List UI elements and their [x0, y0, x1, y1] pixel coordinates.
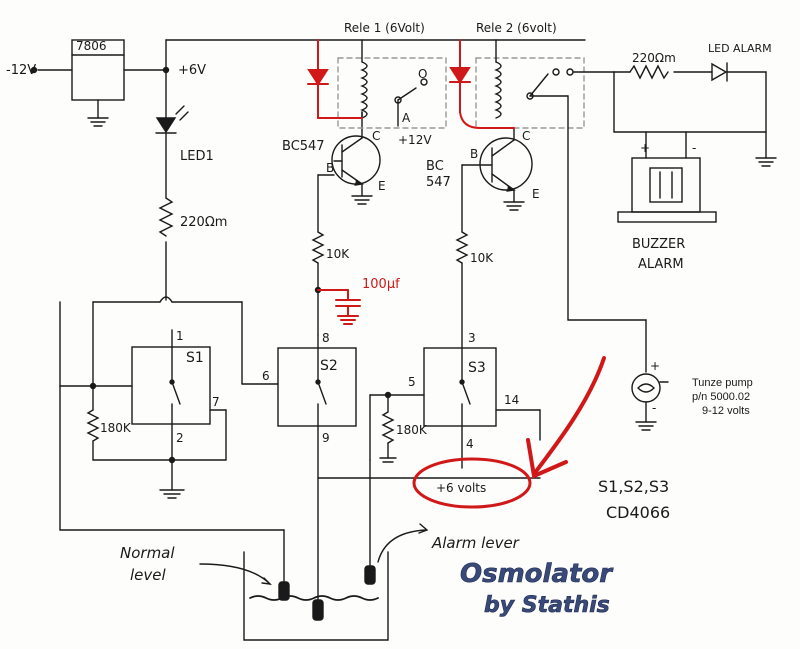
- title-osmolator: Osmolator: [460, 559, 614, 589]
- led-alarm-symbol: [711, 62, 728, 82]
- label-led-alarm: LED ALARM: [708, 42, 772, 55]
- label-pin-e1: E: [378, 179, 386, 193]
- label-normal-line1: Normal: [120, 544, 175, 562]
- plus6volts-circle: [412, 457, 532, 509]
- capacitor-100uf: [317, 289, 361, 325]
- label-pin2: 2: [176, 431, 184, 445]
- label-contact-a: A: [402, 111, 411, 125]
- label-r180k-2: 180K: [396, 423, 428, 437]
- relay2-box: [475, 57, 585, 129]
- r-base1-resistor: [311, 231, 325, 264]
- alarm-level-probe: [364, 565, 376, 585]
- label-regulator: 7806: [76, 39, 107, 53]
- label-pin-e2: E: [532, 187, 540, 201]
- label-buzzer-minus: -: [692, 141, 696, 155]
- label-pin9: 9: [322, 431, 330, 445]
- label-pin5: 5: [408, 375, 416, 389]
- label-s3: S3: [468, 360, 486, 376]
- water-tank: [243, 551, 389, 641]
- label-cap: 100µf: [362, 277, 400, 292]
- input-wire: [30, 66, 73, 74]
- label-pin1: 1: [176, 329, 184, 343]
- red-pointer-arrow: [532, 356, 606, 476]
- label-normal-line2: level: [130, 566, 167, 584]
- label-pin8: 8: [322, 331, 330, 345]
- label-buzzer-line2: ALARM: [638, 257, 684, 272]
- label-q2-line1: BC: [426, 159, 444, 174]
- label-rail-6v: +6V: [178, 63, 206, 78]
- label-pin4: 4: [466, 437, 474, 451]
- label-pin7: 7: [212, 395, 220, 409]
- label-s1: S1: [186, 350, 204, 366]
- switch-s3-box: [423, 347, 497, 427]
- relay1-flyback-diode: [307, 39, 363, 119]
- r-led1-resistor: [158, 197, 174, 237]
- label-q2-line2: 547: [426, 175, 451, 190]
- label-pump-line3: 9-12 volts: [702, 405, 750, 417]
- label-relay1: Rele 1 (6Volt): [344, 21, 425, 35]
- label-alarm-lever: Alarm lever: [431, 534, 520, 552]
- r180k-1-resistor: [86, 409, 100, 442]
- label-pin14: 14: [504, 393, 519, 407]
- label-ic-part: CD4066: [606, 503, 670, 522]
- label-contact-o: O: [418, 67, 427, 81]
- label-pin3: 3: [468, 331, 476, 345]
- label-ic-list: S1,S2,S3: [598, 477, 669, 496]
- label-buzzer-line1: BUZZER: [632, 237, 685, 252]
- label-relay2: Rele 2 (6volt): [476, 21, 557, 35]
- label-plus6volts: +6 volts: [436, 481, 486, 495]
- label-r-base1: 10K: [326, 247, 350, 261]
- label-pump-plus: +: [650, 359, 660, 373]
- label-r-alarm: 220Ωm: [632, 51, 676, 65]
- switch-s2-box: [277, 347, 357, 427]
- label-pump-line1: Tunze pump: [692, 377, 753, 389]
- label-pump-line2: p/n 5000.02: [692, 391, 750, 403]
- normal-level-probe: [278, 581, 290, 601]
- r180k-2-resistor: [381, 411, 395, 444]
- label-led1: LED1: [180, 149, 214, 164]
- label-pump-minus: -: [652, 401, 656, 415]
- led1-symbol: [155, 105, 189, 134]
- label-r180k-1: 180K: [100, 421, 132, 435]
- label-pin6: 6: [262, 369, 270, 383]
- relay1-box: [337, 57, 447, 129]
- relay2-flyback-diode: [449, 39, 515, 129]
- transistor-q2: [461, 137, 533, 211]
- title-author: by Stathis: [484, 593, 610, 618]
- common-probe: [312, 599, 324, 621]
- label-q1: BC547: [282, 139, 325, 154]
- label-r-led1: 220Ωm: [180, 215, 227, 230]
- r-base2-resistor: [455, 231, 469, 264]
- label-r-base2: 10K: [470, 251, 494, 265]
- transistor-q1: [331, 135, 381, 205]
- label-relay-supply: +12V: [398, 133, 432, 147]
- relay2-coil: [494, 61, 502, 119]
- label-s2: S2: [320, 358, 338, 374]
- label-pin-b2: B: [470, 147, 478, 161]
- relay1-coil: [360, 61, 368, 119]
- pump-symbol: [631, 373, 669, 431]
- regulator-ground: [87, 99, 109, 127]
- label-input-voltage: -12V: [6, 63, 36, 78]
- label-pin-c1: C: [372, 129, 380, 143]
- label-pin-b1: B: [326, 161, 334, 175]
- r-alarm-resistor: [629, 64, 669, 80]
- normal-level-arrow: [199, 563, 271, 585]
- label-buzzer-plus: +: [640, 141, 650, 155]
- water-level: [249, 595, 379, 601]
- label-pin-c2: C: [522, 129, 530, 143]
- s1-ground: [159, 489, 185, 499]
- alarm-lever-arrow: [377, 529, 427, 563]
- buzzer-symbol: [617, 157, 717, 223]
